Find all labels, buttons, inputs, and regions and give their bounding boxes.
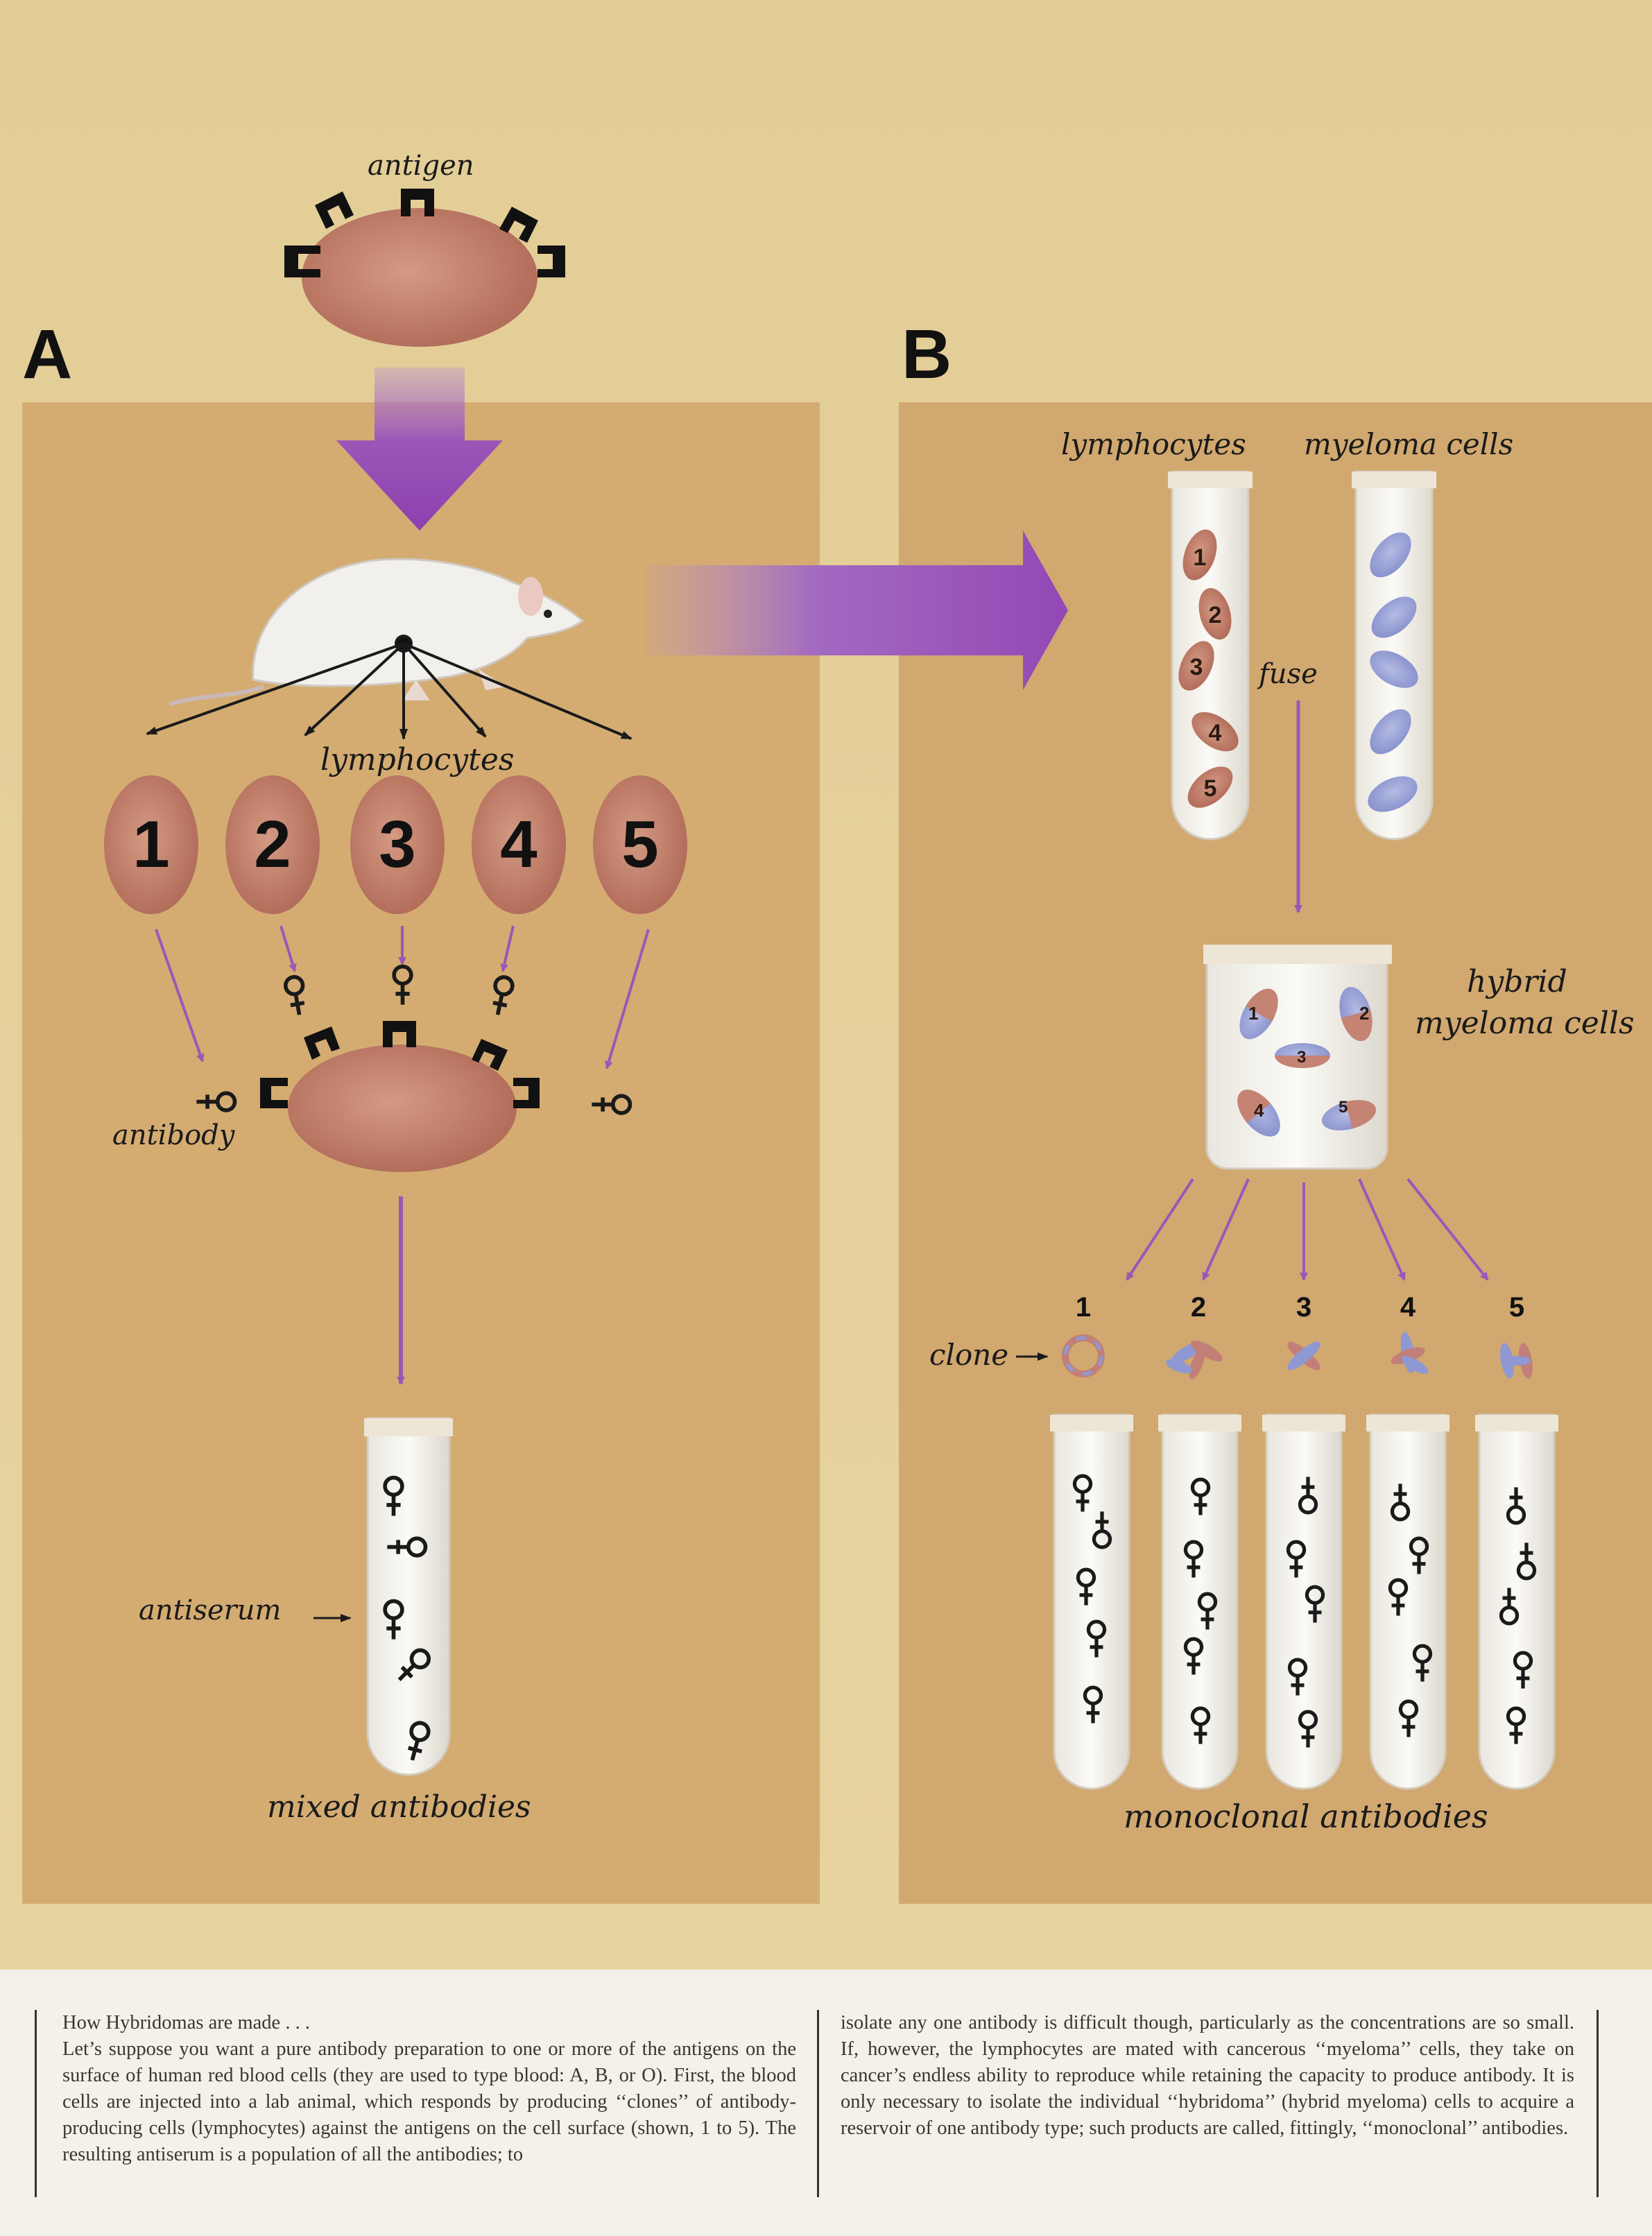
clone-number-2: 2 [1191,1292,1206,1323]
caption-rule-left [35,2010,37,2197]
transfer-arrow [645,531,1068,690]
svg-text:2: 2 [1209,602,1222,628]
monoclonal-tube-1 [1050,1413,1133,1790]
lymphocyte-cell-5: 5 [593,775,687,914]
caption-rule-middle [817,2010,819,2197]
clone-number-4: 4 [1400,1292,1416,1323]
clone-icon [1500,1343,1533,1379]
caption-area: How Hybridomas are made . . . Let’s supp… [0,1970,1652,2236]
antigen-icon [284,189,565,277]
lymphocyte-cell-3: 3 [350,775,445,914]
lymphocyte-number: 1 [132,807,169,882]
svg-text:4: 4 [1254,1100,1264,1121]
clone-number-3: 3 [1296,1292,1311,1323]
clone-icon [1287,1341,1320,1370]
caption-title: How Hybridomas are made . . . [62,2012,310,2033]
injection-arrow [336,368,503,531]
hybridoma-diagram: A B antigen lymphocytes 1 [0,0,1652,1970]
monoclonal-tube-5 [1475,1413,1558,1790]
panel-a-label: A [22,316,72,393]
antigen-cell [284,189,565,347]
clone-number-5: 5 [1509,1292,1524,1323]
svg-text:1: 1 [1194,544,1207,571]
svg-text:1: 1 [1248,1003,1258,1024]
lymphocyte-arrows [146,635,633,740]
svg-text:3: 3 [1297,1048,1306,1067]
rat-illustration [169,558,585,706]
svg-text:3: 3 [1190,654,1203,680]
lymphocyte-number: 5 [621,807,658,882]
svg-text:5: 5 [1339,1098,1348,1117]
lymphocyte-number: 4 [500,807,537,882]
svg-text:5: 5 [1204,775,1217,802]
lymphocytes-label-a: lymphocytes [320,742,514,777]
hybrid-label: hybrid [1467,964,1567,999]
clone-arrows [1126,1178,1489,1281]
lymphocyte-tube: 1 2 3 4 5 [1168,470,1253,841]
caption-left-column: How Hybridomas are made . . . Let’s supp… [62,2010,796,2168]
clone-icon [1166,1340,1223,1379]
hybrid-myeloma-cells-label: myeloma cells [1415,1006,1635,1041]
myeloma-cells-label: myeloma cells [1304,427,1513,461]
monoclonal-tube-2 [1158,1413,1241,1790]
test-tube-icon [364,1417,453,1776]
monoclonal-tube-4 [1366,1413,1449,1790]
fuse-label: fuse [1257,658,1318,690]
clone-label: clone [929,1338,1008,1372]
caption-left-body: Let’s suppose you want a pure antibody p… [62,2038,796,2165]
clone-icon [1391,1332,1429,1374]
lymphocyte-cell-4: 4 [472,775,566,914]
panel-b-label: B [902,316,952,393]
lymphocyte-number: 3 [379,807,415,882]
monoclonal-tube-3 [1262,1413,1345,1790]
caption-right-column: isolate any one antibody is difficult th… [841,2010,1574,2142]
mixed-antibodies-label: mixed antibodies [267,1789,531,1825]
lymphocytes-label-b: lymphocytes [1061,427,1246,461]
lymphocyte-cell-1: 1 [104,775,198,914]
antigen-label: antigen [368,150,474,182]
hybrid-cells: 1 2 3 4 5 [1237,986,1376,1137]
svg-text:2: 2 [1359,1003,1369,1024]
monoclonal-antibodies-label: monoclonal antibodies [1124,1798,1488,1835]
antigen-cell-2 [260,1021,540,1172]
caption-rule-right [1597,2010,1599,2197]
svg-text:4: 4 [1209,720,1222,746]
myeloma-tube [1352,470,1436,841]
clone-number-1: 1 [1076,1292,1091,1323]
antibody-label: antibody [112,1119,236,1151]
lymphocyte-number: 2 [254,807,291,882]
clone-icon [1062,1334,1105,1377]
caption-right-body: isolate any one antibody is difficult th… [841,2012,1574,2139]
antibody-arrows [155,925,650,1069]
lymphocyte-cell-2: 2 [225,775,320,914]
antiserum-label: antiserum [139,1594,282,1626]
